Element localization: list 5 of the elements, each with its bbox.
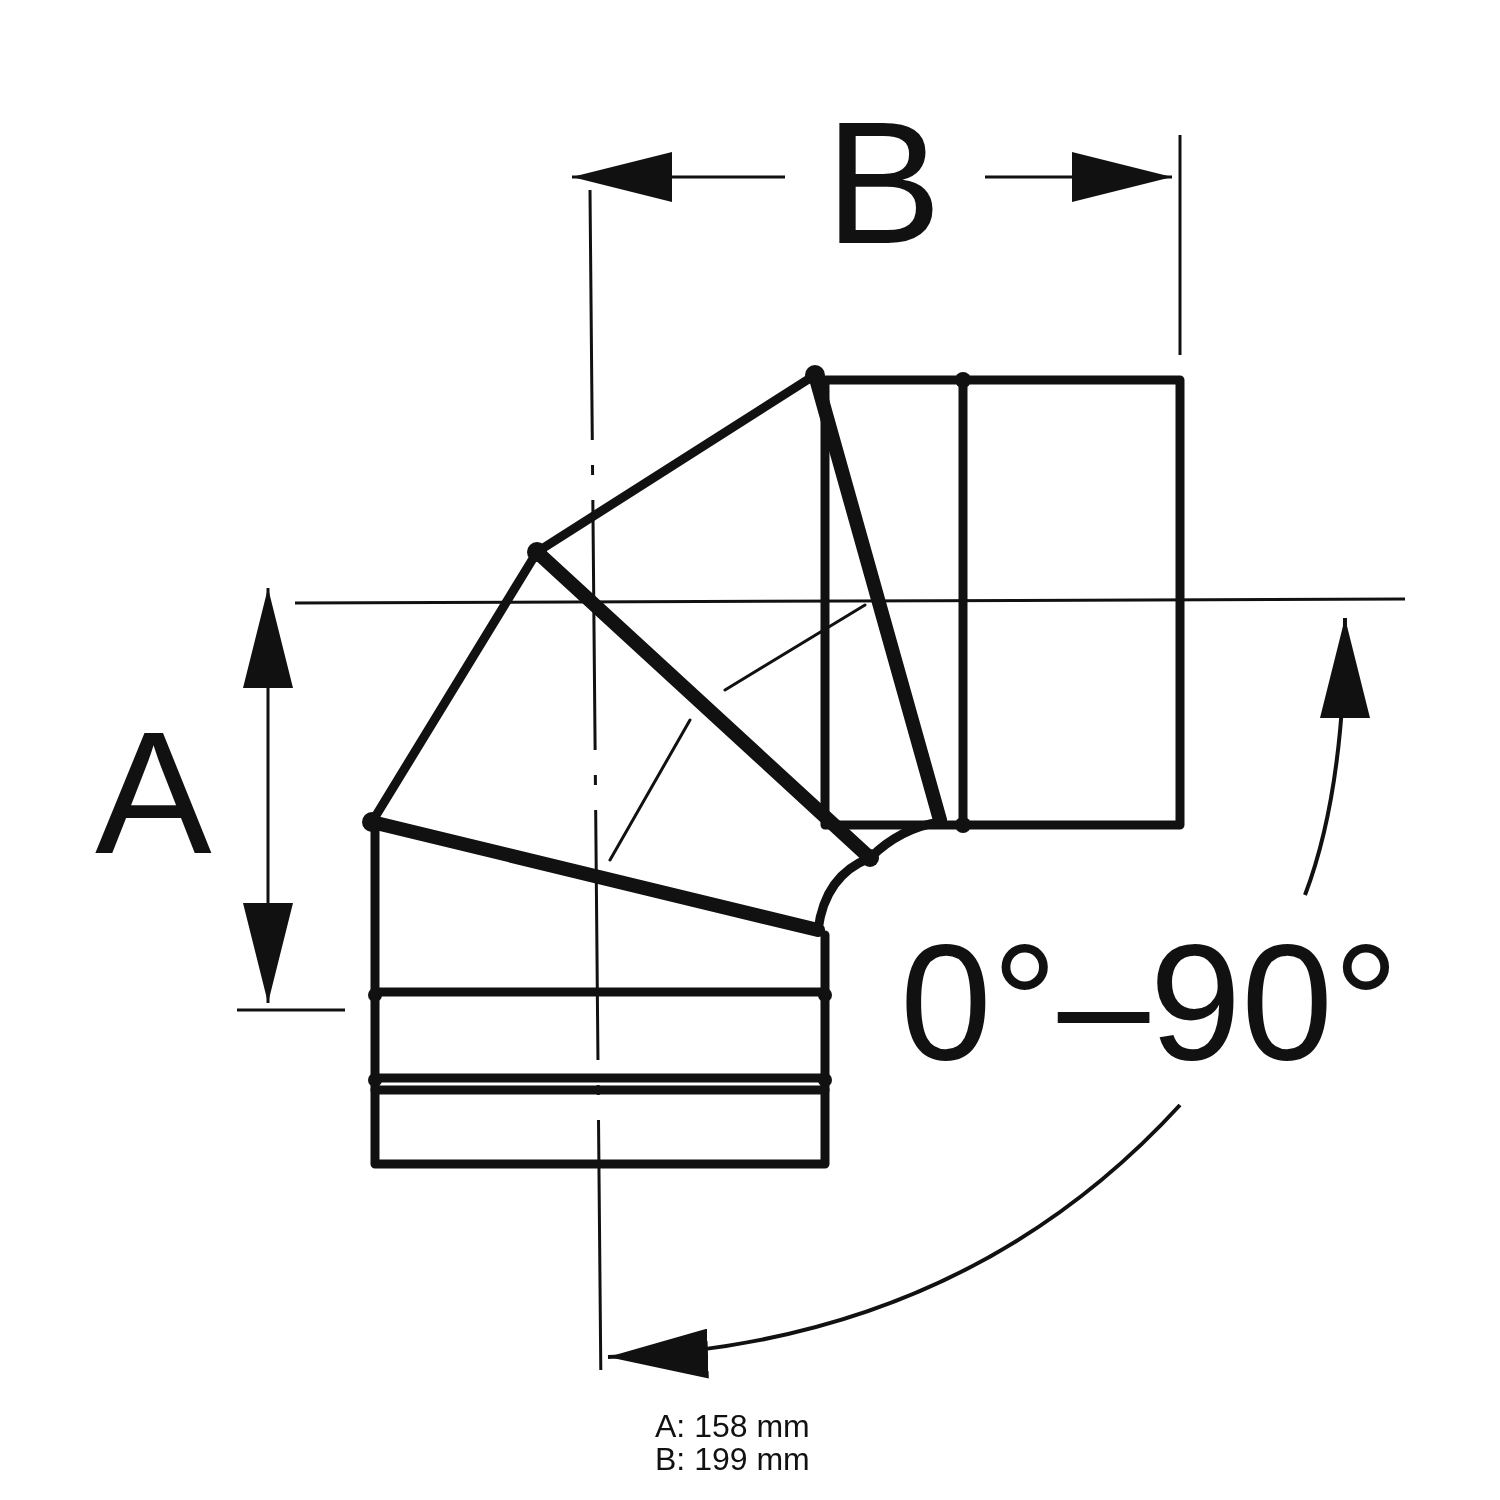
dimension-letter: B bbox=[825, 95, 942, 270]
dimension-letter: A bbox=[95, 705, 212, 880]
angle-range-label: 0°–90° bbox=[900, 920, 1400, 1085]
dimension-value: B: 199 mm bbox=[655, 1443, 810, 1475]
dimension-value: A: 158 mm bbox=[655, 1410, 810, 1442]
